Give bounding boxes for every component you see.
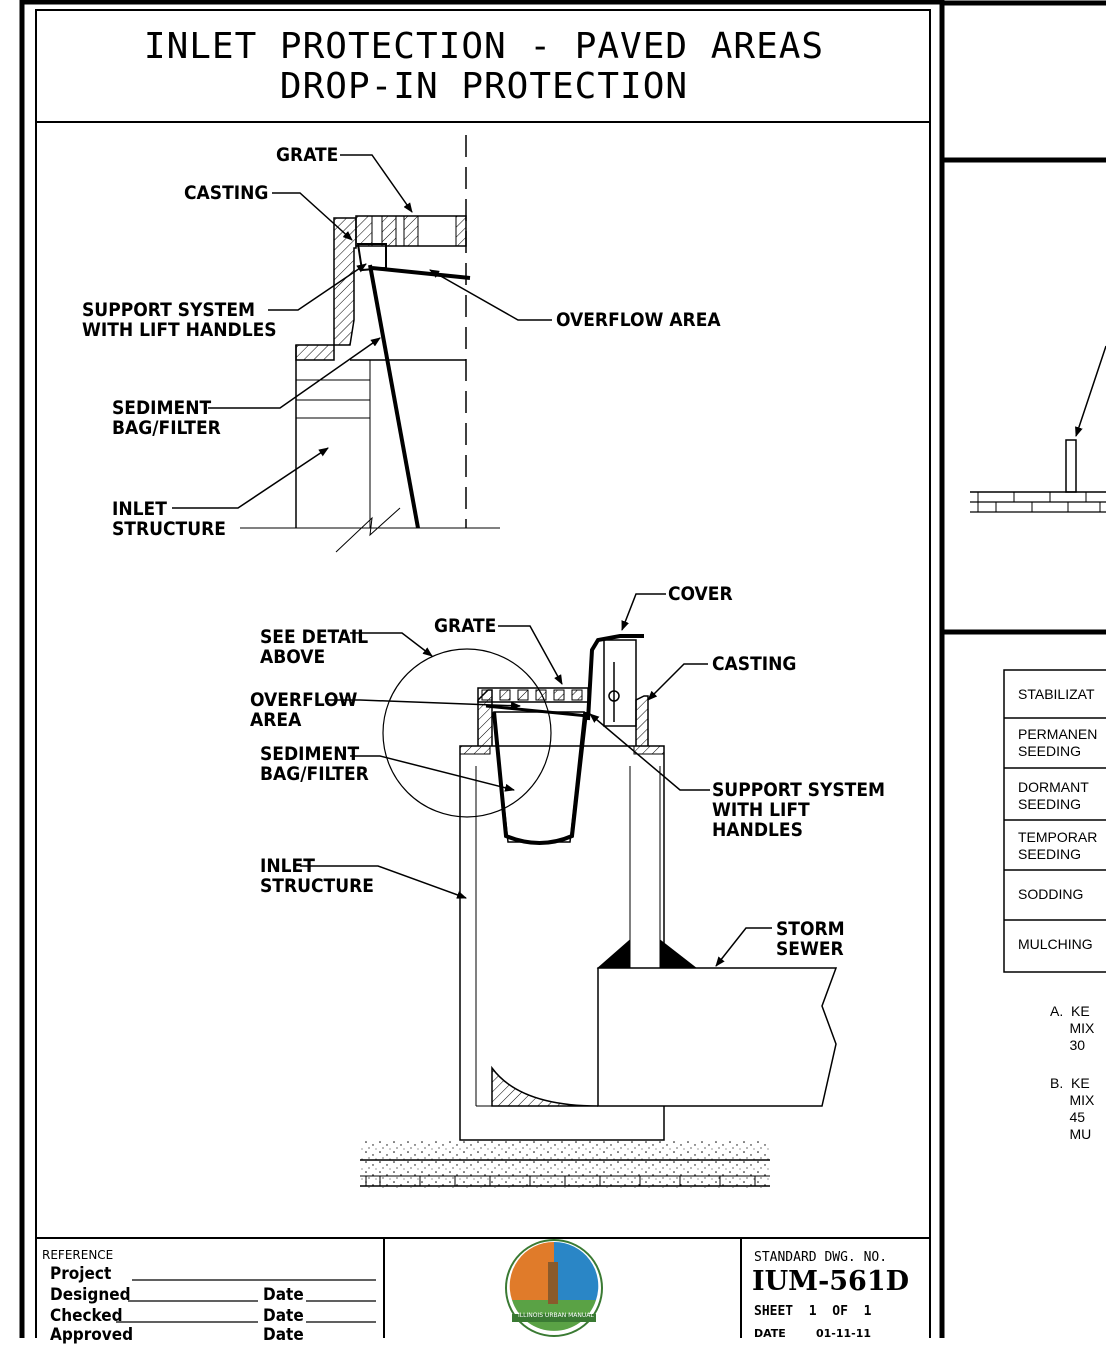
table-row-permanent-seeding: PERMANEN SEEDING xyxy=(1018,726,1098,759)
dwg-number: IUM-561D xyxy=(752,1266,910,1297)
designed-label: Designed xyxy=(50,1285,131,1305)
top-overflow-area-label: OVERFLOW AREA xyxy=(556,309,721,331)
logo-caption: ILLINOIS URBAN MANUAL xyxy=(518,1312,594,1319)
bottom-casting-label: CASTING xyxy=(712,653,797,675)
table-row-sodding: SODDING xyxy=(1018,886,1084,902)
reference-label: REFERENCE xyxy=(42,1248,114,1262)
table-row-stabilization: STABILIZAT xyxy=(1018,686,1095,702)
date-label: DATE xyxy=(754,1327,786,1340)
drawing-title-line2: DROP-IN PROTECTION xyxy=(279,66,689,107)
top-casting-label: CASTING xyxy=(184,182,269,204)
table-row-dormant-seeding: DORMANT SEEDING xyxy=(1018,779,1089,812)
bottom-grate-label: GRATE xyxy=(434,615,497,637)
bottom-detail-drawing xyxy=(300,593,838,1188)
note-a: A. KE MIX 30 xyxy=(1050,1003,1095,1053)
designed-date-label: Date xyxy=(263,1285,304,1305)
ium-logo xyxy=(505,1239,603,1337)
checked-date-label: Date xyxy=(263,1306,304,1326)
storm-sewer-label: STORM SEWER xyxy=(776,918,845,960)
table-row-temporary-seeding: TEMPORAR SEEDING xyxy=(1018,829,1098,862)
drawing-title-line1: INLET PROTECTION - PAVED AREAS xyxy=(143,26,825,67)
top-inlet-structure-label: INLET STRUCTURE xyxy=(112,498,226,540)
bottom-overflow-area-label: OVERFLOW AREA xyxy=(250,689,358,731)
see-detail-label: SEE DETAIL ABOVE xyxy=(260,626,369,668)
top-grate-label: GRATE xyxy=(276,144,339,166)
approved-label: Approved xyxy=(50,1325,134,1345)
bottom-sediment-bag-label: SEDIMENT BAG/FILTER xyxy=(260,743,369,785)
project-label: Project xyxy=(50,1264,112,1284)
top-sediment-bag-label: SEDIMENT BAG/FILTER xyxy=(112,397,221,439)
top-support-system-label: SUPPORT SYSTEM WITH LIFT HANDLES xyxy=(82,299,277,341)
sheet-number: SHEET 1 OF 1 xyxy=(754,1304,872,1319)
checked-label: Checked xyxy=(50,1306,123,1326)
bottom-inlet-structure-label: INLET STRUCTURE xyxy=(260,855,374,897)
date-value: 01-11-11 xyxy=(816,1327,872,1340)
top-detail-drawing xyxy=(172,135,552,553)
table-row-mulching: MULCHING xyxy=(1018,936,1093,952)
title-block-linework xyxy=(116,1279,376,1323)
note-b: B. KE MIX 45 MU xyxy=(1050,1075,1095,1142)
right-panel-sketch xyxy=(970,345,1106,973)
approved-date-label: Date xyxy=(263,1325,304,1345)
bottom-support-system-label: SUPPORT SYSTEM WITH LIFT HANDLES xyxy=(712,779,886,841)
bottom-cover-label: COVER xyxy=(668,583,733,605)
std-dwg-label: STANDARD DWG. NO. xyxy=(754,1250,888,1265)
sheet-border xyxy=(19,0,1106,1338)
